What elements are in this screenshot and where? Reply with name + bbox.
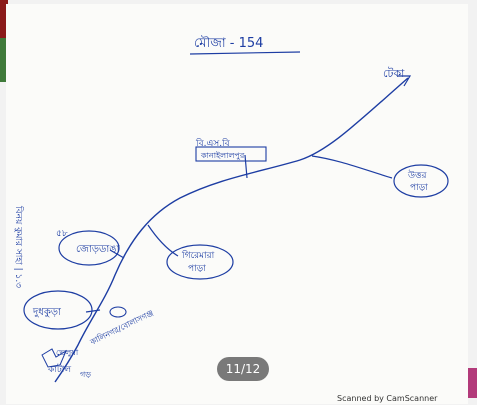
left-upper-tag: ৫৮ xyxy=(56,229,68,239)
bottom-left-label-1: ভেলুয়া xyxy=(56,348,79,357)
map-title: মৌজা - 154 xyxy=(194,35,263,51)
left-lower-branch-line xyxy=(86,310,100,312)
junction-label-bottom: কানাইলালপুর xyxy=(200,151,245,160)
right-circle-label-2: পাড়া xyxy=(410,183,428,193)
diagonal-road-label: কালিনগর/বোলাসগঞ্জ xyxy=(88,308,155,347)
bottom-left-label-3: গড় xyxy=(80,370,91,379)
right-circle-label-1: উত্তর xyxy=(407,169,427,181)
left-lower-circle-label: দুধকুড়া xyxy=(32,307,62,318)
right-branch-line xyxy=(312,156,392,178)
middle-circle-label-2: পাড়া xyxy=(188,264,206,274)
title-underline xyxy=(190,52,300,54)
page-indicator: 11/12 xyxy=(217,357,269,381)
middle-circle-label-1: গিরেমারা xyxy=(181,250,215,261)
scanner-watermark: Scanned by CamScanner xyxy=(337,394,437,403)
bottom-left-label-2: কাটাল xyxy=(47,363,71,375)
small-loop-mark xyxy=(110,307,126,317)
margin-note: বিনয় কুমার সাহা | ১.৩ xyxy=(13,205,24,288)
left-upper-circle-label: জোড়ডাঙা xyxy=(76,244,121,255)
top-end-label: টেকা xyxy=(383,67,405,80)
